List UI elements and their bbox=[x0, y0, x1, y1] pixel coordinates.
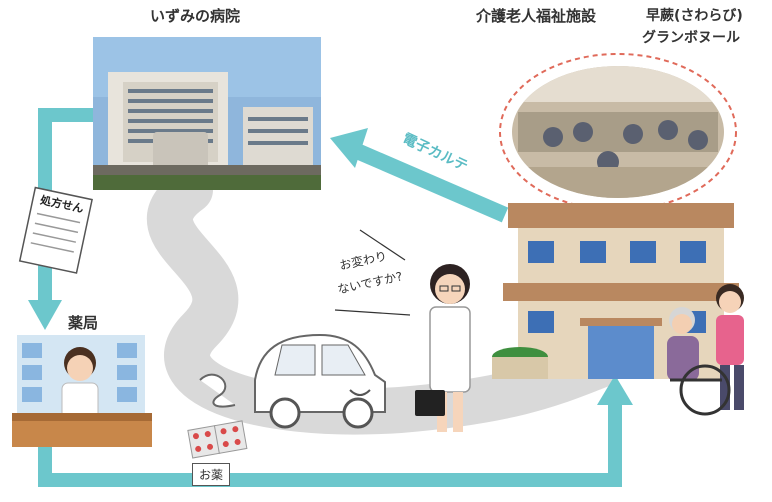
wheelchair-illustration bbox=[667, 284, 744, 416]
prescription-document bbox=[18, 186, 93, 274]
facility-label: 介護老人福祉施設 bbox=[476, 7, 597, 25]
facility-photo-bubble bbox=[499, 53, 737, 222]
speech-lines bbox=[334, 229, 411, 316]
medicine-label: お薬 bbox=[192, 463, 231, 486]
hospital-label: いずみの病院 bbox=[150, 7, 241, 25]
facility-name-line2: グランボヌール bbox=[642, 30, 740, 46]
arrow-ekarte bbox=[346, 140, 509, 223]
arrow-pharmacy-to-facility bbox=[38, 400, 622, 487]
hospital-photo bbox=[93, 37, 321, 190]
arrow-head-up bbox=[597, 375, 633, 405]
pharmacy-illustration bbox=[12, 335, 152, 447]
arrow-head-down bbox=[28, 300, 62, 330]
facility-name-line1: 早蕨(さわらび) bbox=[646, 8, 743, 24]
shrub bbox=[492, 347, 548, 379]
medicine-packets bbox=[187, 420, 248, 459]
arrow-head-ekarte bbox=[330, 128, 368, 168]
pharmacy-label: 薬局 bbox=[68, 314, 99, 332]
doctor-illustration bbox=[415, 264, 471, 432]
car-illustration bbox=[199, 333, 386, 429]
